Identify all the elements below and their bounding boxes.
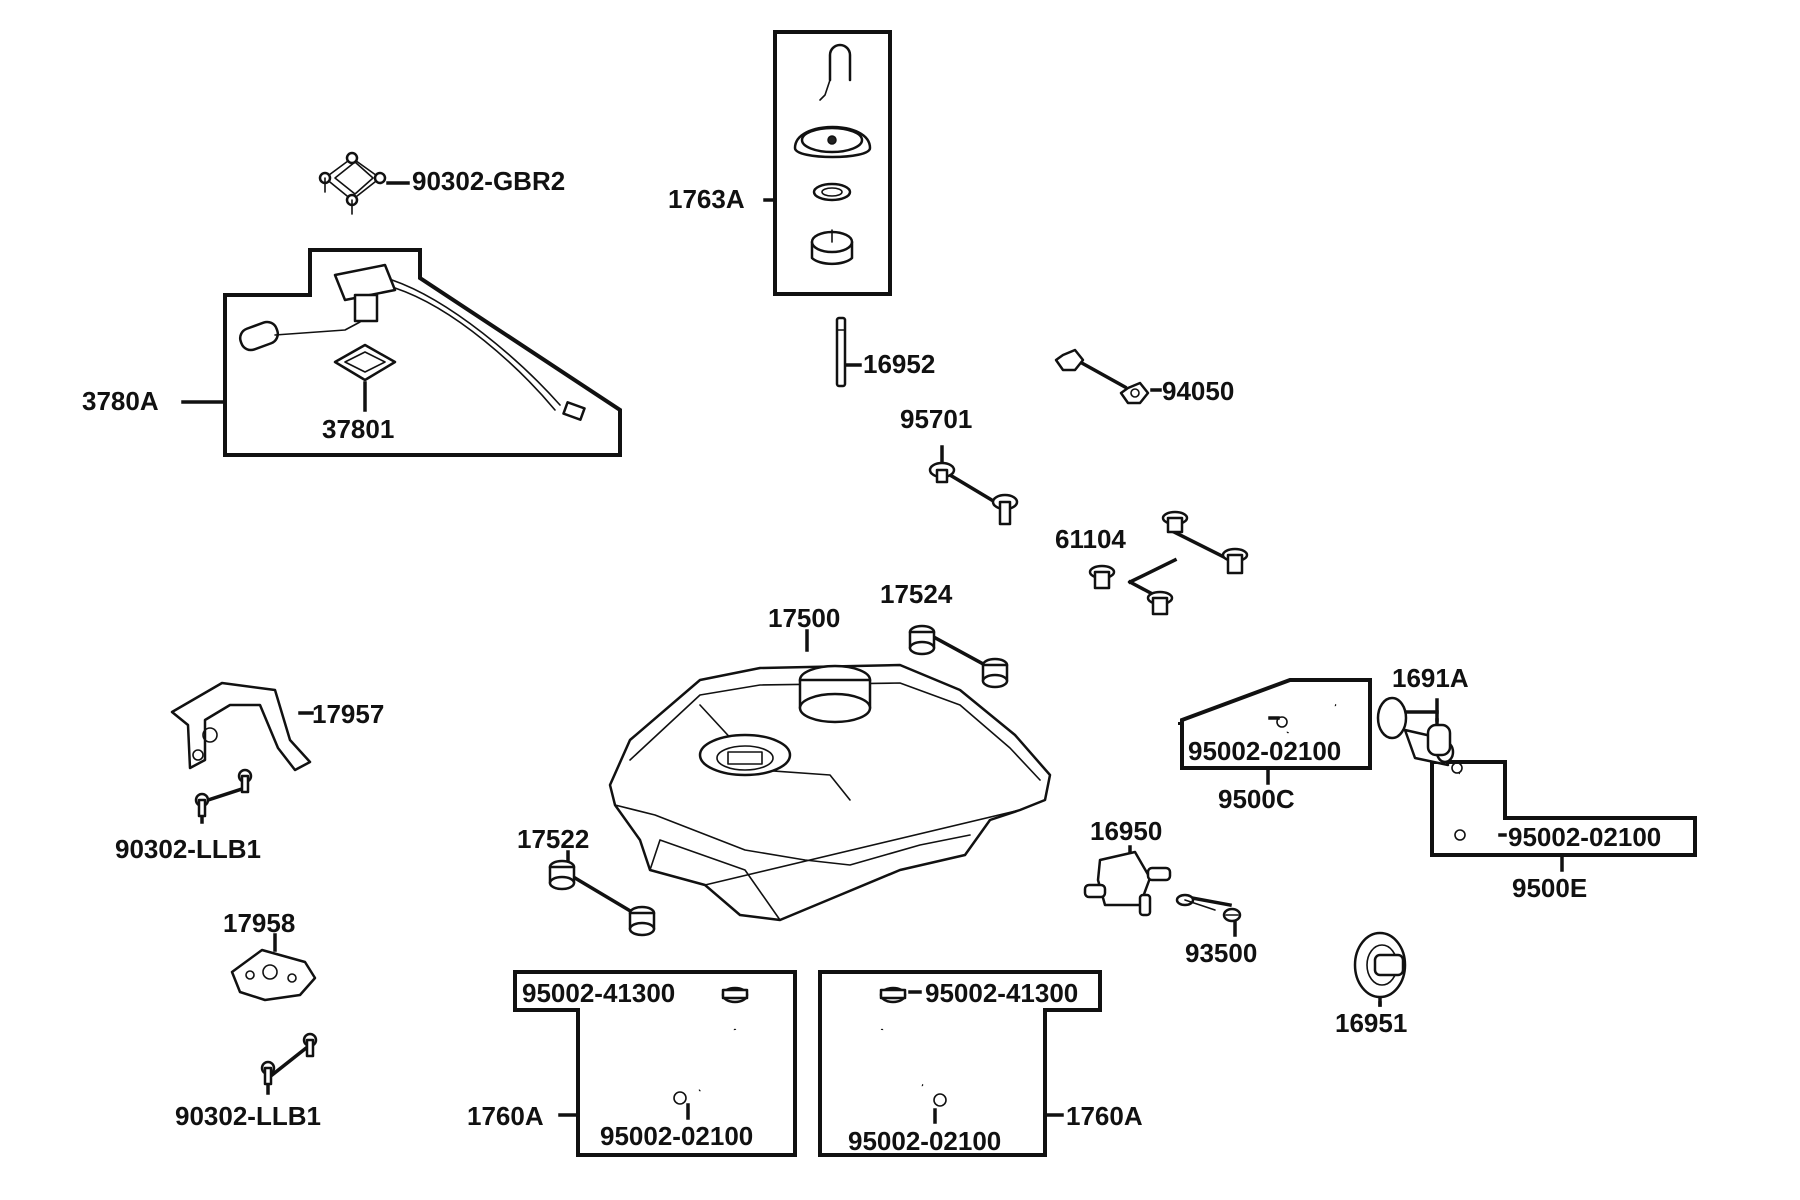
label-17500: 17500	[768, 603, 840, 633]
bolt-pair-icon	[928, 461, 1019, 526]
label-93500: 93500	[1185, 938, 1257, 968]
label-16952: 16952	[863, 349, 935, 379]
label-1760a-left: 1760A	[467, 1101, 544, 1131]
hose-clip-icon	[1451, 762, 1482, 841]
label-17522: 17522	[517, 824, 589, 854]
label-94050: 94050	[1162, 376, 1234, 406]
label-61104: 61104	[1055, 524, 1126, 554]
group-box-1760a-right	[818, 970, 1102, 1157]
label-17957: 17957	[312, 699, 384, 729]
leader-lines	[181, 181, 1564, 1124]
group-box-1763a	[773, 30, 892, 296]
label-95002-02100-left: 95002-02100	[600, 1121, 753, 1151]
label-90302-llb1-a: 90302-LLB1	[115, 834, 261, 864]
bolt-pair-icon	[260, 1032, 318, 1086]
label-9500c: 9500C	[1218, 784, 1295, 814]
label-95002-02100-right: 95002-02100	[848, 1126, 1001, 1156]
group-box-3780a	[223, 248, 622, 457]
label-95002-02100-c: 95002-02100	[1188, 736, 1341, 766]
label-95701: 95701	[900, 404, 972, 434]
fuel-valve-icon	[1083, 850, 1172, 917]
label-90302-gbr2: 90302-GBR2	[412, 166, 565, 196]
fuel-sender-unit-icon	[238, 263, 586, 421]
label-16951: 16951	[1335, 1008, 1407, 1038]
label-95002-02100-e: 95002-02100	[1508, 822, 1661, 852]
bolt-square-set-icon	[318, 151, 387, 215]
nut-bolt-icon	[1054, 348, 1150, 405]
hose-kit-left-icon	[673, 986, 749, 1105]
collar-set-icon	[1088, 510, 1249, 616]
bracket-icon	[170, 681, 312, 772]
label-16950: 16950	[1090, 816, 1162, 846]
label-17958: 17958	[223, 908, 295, 938]
label-1691a: 1691A	[1392, 663, 1469, 693]
label-95002-41300-left: 95002-41300	[522, 978, 675, 1008]
diaphragm-cover-icon	[1353, 931, 1407, 999]
bolt-pair-icon	[194, 768, 253, 818]
group-box-9500c-outline	[1180, 678, 1372, 770]
fuel-cap-assembly-icon	[793, 43, 872, 266]
label-3780a: 3780A	[82, 386, 159, 416]
screw-icon	[1175, 893, 1242, 923]
fuel-tank-icon	[608, 663, 1052, 922]
grommet-pair-icon	[548, 859, 656, 937]
hose-clip-icon	[1276, 700, 1337, 734]
hose-kit-right-icon	[875, 986, 947, 1107]
plate-icon	[230, 948, 317, 1002]
label-1760a-right: 1760A	[1066, 1101, 1143, 1131]
label-90302-llb1-b: 90302-LLB1	[175, 1101, 321, 1131]
pin-icon	[835, 316, 847, 388]
grommet-pair-icon	[908, 624, 1009, 689]
label-1763a: 1763A	[668, 184, 745, 214]
label-9500e: 9500E	[1512, 873, 1587, 903]
group-box-1760a-left	[513, 970, 797, 1157]
label-17524: 17524	[880, 579, 953, 609]
label-37801: 37801	[322, 414, 394, 444]
fuel-filter-icon	[1376, 696, 1455, 767]
label-95002-41300-right: 95002-41300	[925, 978, 1078, 1008]
